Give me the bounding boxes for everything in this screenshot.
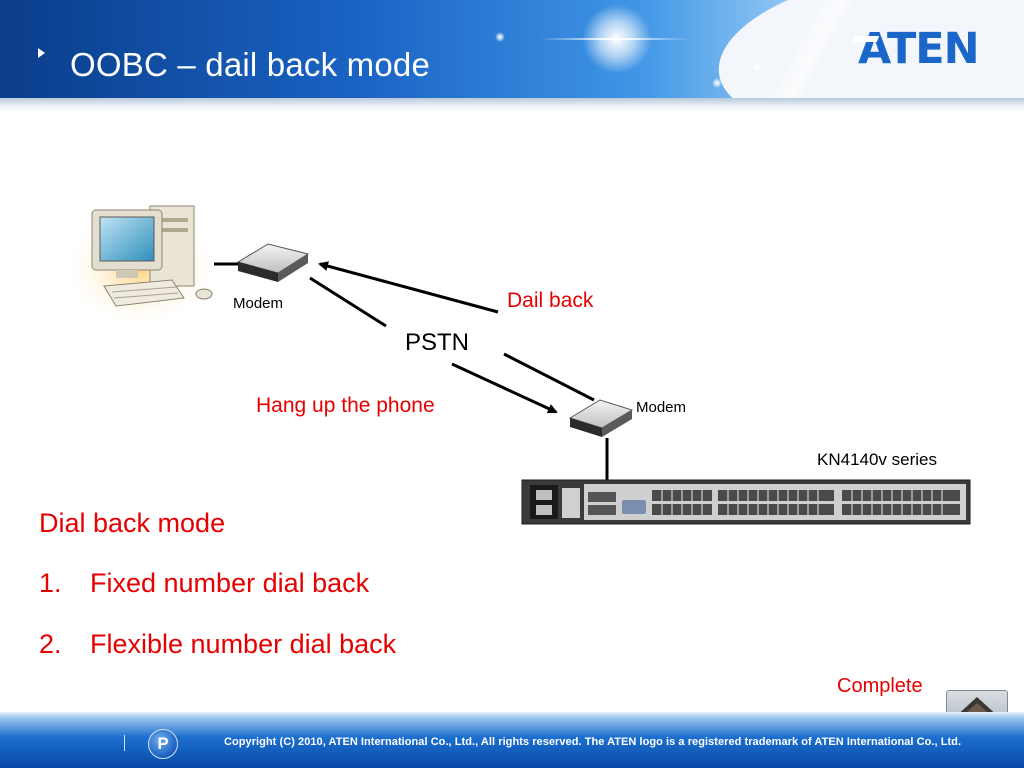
copyright-text: Copyright (C) 2010, ATEN International C… <box>224 736 962 748</box>
local-modem-label: Modem <box>233 295 284 312</box>
hang-up-arrow <box>451 362 558 414</box>
title-bullet-icon <box>38 48 45 58</box>
list-item-text: Flexible number dial back <box>90 629 397 659</box>
footer-divider <box>124 735 125 751</box>
remote-modem-icon <box>568 399 634 437</box>
sparkle-ray <box>540 38 690 40</box>
list-item: 2. Flexible number dial back <box>39 629 396 660</box>
list-item-number: 2. <box>39 629 62 659</box>
pstn-remote-link <box>503 352 595 402</box>
list-item-number: 1. <box>39 568 62 598</box>
local-modem-icon <box>236 243 310 282</box>
sparkle-icon <box>752 62 762 72</box>
header-banner: OOBC – dail back mode ATEN <box>0 0 1024 104</box>
sparkle-icon <box>712 78 722 88</box>
footer-badge-icon: P <box>148 729 178 759</box>
dail-back-label: Dail back <box>507 289 594 312</box>
list-item: 1. Fixed number dial back <box>39 568 369 599</box>
slide-title: OOBC – dail back mode <box>70 46 431 83</box>
hang-up-label: Hang up the phone <box>256 394 435 417</box>
dial-back-mode-heading: Dial back mode <box>39 508 226 538</box>
list-item-text: Fixed number dial back <box>90 568 370 598</box>
dial-back-arrow <box>318 261 499 314</box>
pstn-label: PSTN <box>405 329 470 356</box>
computer-icon <box>62 205 218 328</box>
aten-logo: ATEN <box>858 24 980 74</box>
kvm-switch-device <box>521 479 971 525</box>
remote-modem-label: Modem <box>636 399 687 416</box>
sparkle-icon <box>495 32 505 42</box>
footer-bar: P Copyright (C) 2010, ATEN International… <box>0 712 1024 768</box>
local-pstn-link <box>309 276 387 328</box>
device-label: KN4140v series <box>817 450 938 469</box>
complete-link[interactable]: Complete <box>837 675 923 697</box>
header-shadow <box>0 98 1024 112</box>
